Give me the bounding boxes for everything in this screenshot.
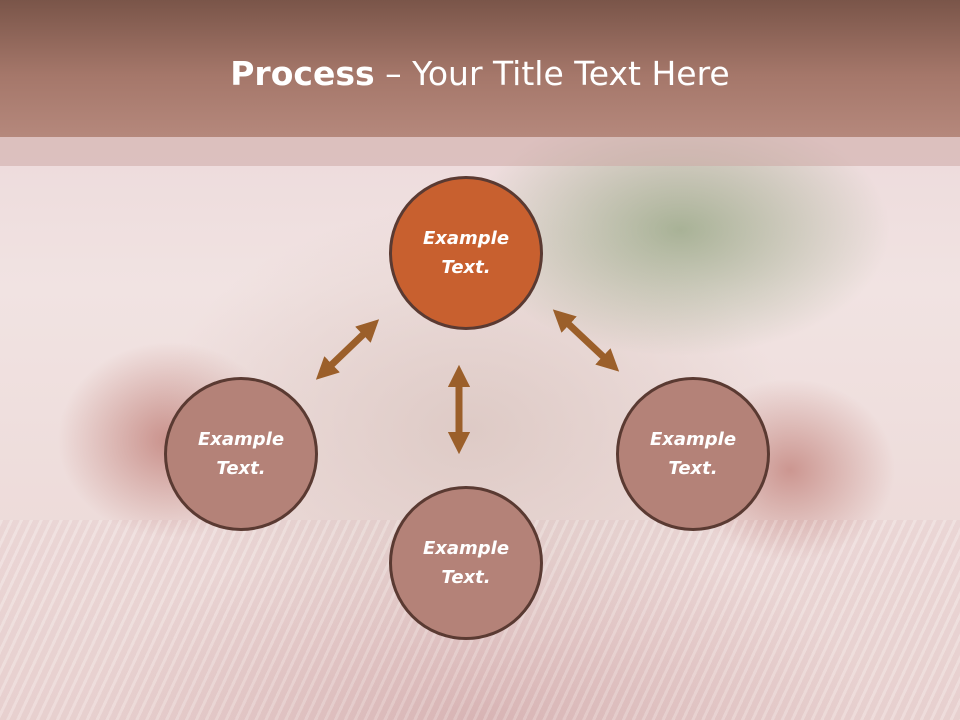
title-underband	[0, 137, 960, 166]
process-node-bottom[interactable]: Example Text.	[389, 486, 543, 640]
slide-title-bold: Process	[230, 54, 375, 93]
process-node-right-label: Example Text.	[649, 429, 737, 479]
process-node-left-label: Example Text.	[197, 429, 285, 479]
slide-title[interactable]: Process – Your Title Text Here	[0, 52, 960, 96]
slide-title-rest: – Your Title Text Here	[374, 54, 730, 93]
process-node-left[interactable]: Example Text.	[164, 377, 318, 531]
process-node-right[interactable]: Example Text.	[616, 377, 770, 531]
title-bar	[0, 0, 960, 137]
process-node-bottom-label: Example Text.	[422, 538, 510, 588]
arrow-top-left	[315, 319, 380, 380]
arrow-top-right	[552, 309, 620, 372]
process-node-top-label: Example Text.	[422, 228, 510, 278]
process-node-top[interactable]: Example Text.	[389, 176, 543, 330]
